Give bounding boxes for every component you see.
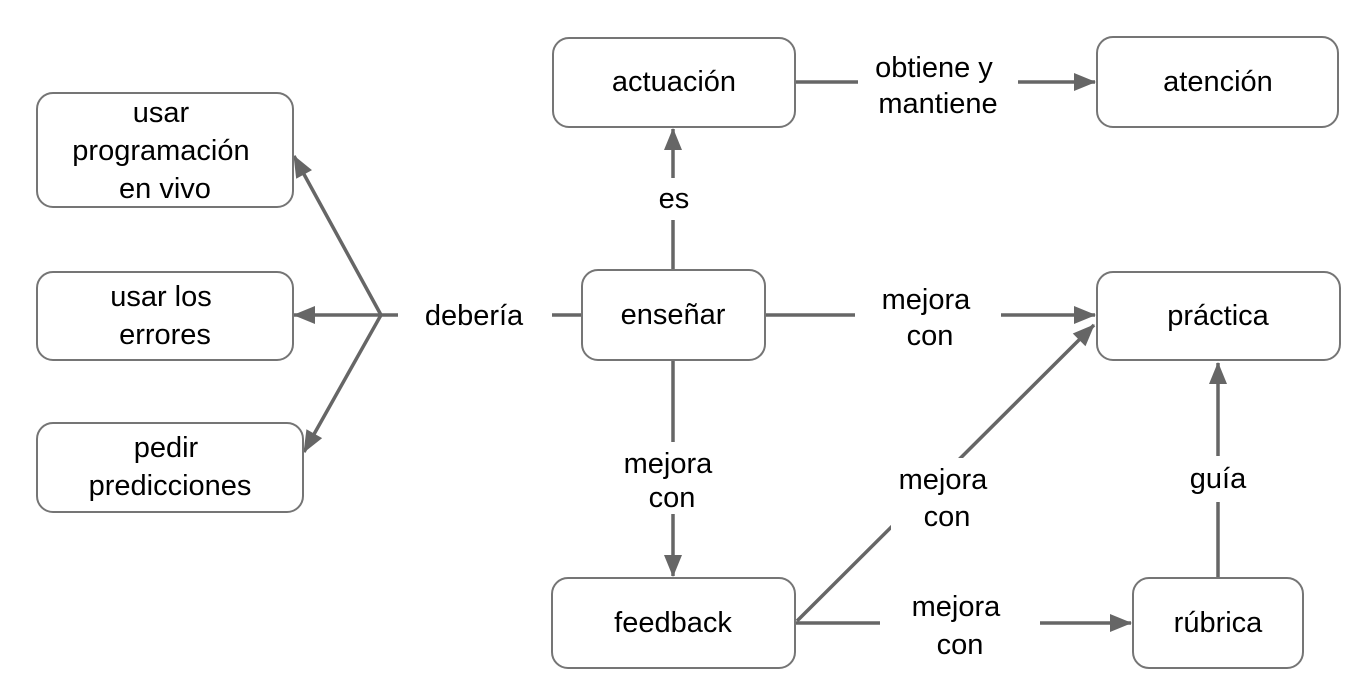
edge-label-mejora-con-rubrica: mejora con [880, 588, 1040, 662]
node-feedback[interactable]: feedback [551, 577, 796, 669]
node-rubrica-label: rúbrica [1174, 607, 1264, 639]
node-practica-label: práctica [1167, 300, 1269, 332]
edge-label-mejora-con-diagonal-text: mejora con [899, 464, 996, 533]
edge-label-deberia: debería [398, 296, 552, 338]
edge-label-deberia-bg [398, 296, 552, 338]
edge-label-es-text: es [659, 183, 690, 215]
edge-label-mejora-con-practica: mejora con [855, 280, 1001, 354]
edge-label-mejora-con-feedback-bg [618, 442, 726, 514]
node-actuacion[interactable]: actuación [552, 37, 796, 128]
edge-label-guia-bg [1182, 456, 1254, 502]
edge-label-obtiene-y-mantiene-bg [858, 46, 1018, 122]
edge-label-mejora-con-practica-text: mejora con [882, 284, 979, 352]
node-pedir-predicciones[interactable]: pedir predicciones [36, 422, 304, 513]
edge-label-guia-text: guía [1190, 463, 1247, 495]
node-atencion-label: atención [1163, 66, 1273, 98]
node-usar-programacion-en-vivo-label: usar programación en vivo [72, 97, 257, 205]
node-ensenar-box [581, 269, 766, 361]
edge-label-mejora-con-diagonal-bg [891, 458, 1003, 534]
edge-label-mejora-con-practica-bg [855, 280, 1001, 354]
edge-label-deberia-text: debería [425, 300, 524, 332]
edge-label-es-bg [648, 178, 700, 220]
edge-label-mejora-con-rubrica-text: mejora con [912, 591, 1009, 661]
node-rubrica[interactable]: rúbrica [1132, 577, 1304, 669]
edge-deberia-usar-programacion-line [292, 155, 383, 316]
edge-label-mejora-con-rubrica-bg [880, 588, 1040, 662]
node-practica-box [1096, 271, 1341, 361]
node-actuacion-label: actuación [612, 66, 736, 98]
node-pedir-predicciones-label: pedir predicciones [89, 432, 252, 502]
node-usar-programacion-en-vivo-box [36, 92, 294, 208]
node-rubrica-box [1132, 577, 1304, 669]
edge-deberia-pedir-predicciones-line [302, 314, 383, 453]
node-feedback-label: feedback [614, 607, 732, 639]
node-atencion-box [1096, 36, 1339, 128]
node-usar-programacion-en-vivo[interactable]: usar programación en vivo [36, 92, 294, 208]
edge-labels: es obtiene y mantiene debería mejora con… [398, 46, 1254, 662]
node-atencion[interactable]: atención [1096, 36, 1339, 128]
node-usar-los-errores-label: usar los errores [110, 281, 220, 351]
node-ensenar-label: enseñar [621, 299, 726, 331]
node-practica[interactable]: práctica [1096, 271, 1341, 361]
node-usar-los-errores-box [36, 271, 294, 361]
edge-label-obtiene-y-mantiene-text: obtiene y mantiene [875, 52, 1001, 120]
node-usar-los-errores[interactable]: usar los errores [36, 271, 294, 361]
edge-label-mejora-con-feedback: mejora con [618, 442, 726, 514]
node-ensenar[interactable]: enseñar [581, 269, 766, 361]
edge-label-obtiene-y-mantiene: obtiene y mantiene [858, 46, 1018, 122]
node-feedback-box [551, 577, 796, 669]
nodes: usar programación en vivo usar los error… [36, 36, 1341, 669]
edge-label-mejora-con-feedback-text: mejora con [624, 448, 721, 514]
node-actuacion-box [552, 37, 796, 128]
edge-label-mejora-con-diagonal: mejora con [891, 458, 1003, 534]
node-pedir-predicciones-box [36, 422, 304, 513]
edge-label-guia: guía [1182, 456, 1254, 502]
edge-label-es: es [648, 178, 700, 220]
